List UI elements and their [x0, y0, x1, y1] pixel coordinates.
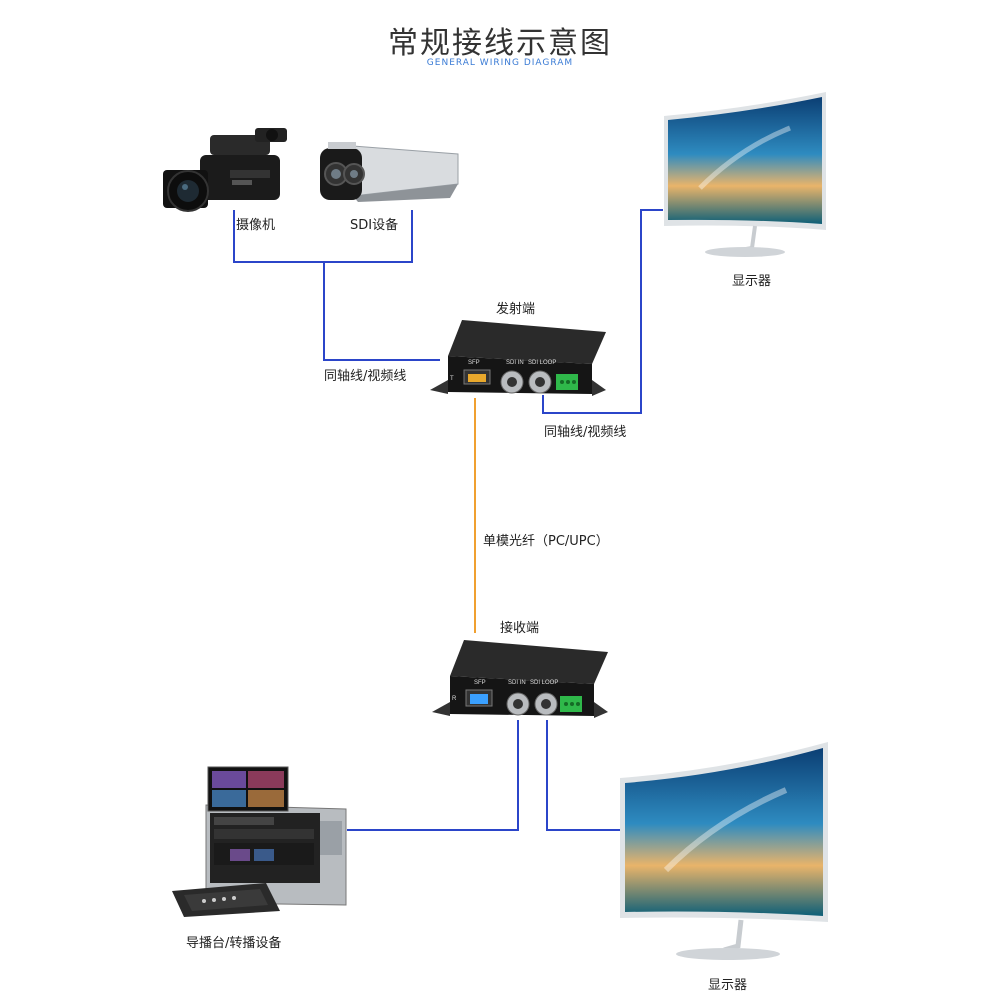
- monitor-top-icon: [664, 92, 826, 257]
- monitor-bottom-icon: [620, 742, 828, 960]
- transmitter-label: 发射端: [496, 302, 536, 317]
- transmitter-sfp-label: SFP: [468, 360, 480, 366]
- receiver-label: 接收端: [500, 621, 540, 636]
- receiver-device: R SFP SDI IN SDI LOOP: [432, 640, 608, 718]
- camcorder-label: 摄像机: [236, 218, 276, 233]
- receiver-sfp-label: SFP: [474, 680, 486, 686]
- diagram-title: 常规接线示意图: [388, 26, 612, 61]
- camcorder-icon: [163, 128, 287, 212]
- receiver-sdi-in-label: SDI IN: [508, 680, 526, 686]
- receiver-side-letter: R: [452, 696, 457, 702]
- coax-right-label: 同轴线/视频线: [544, 425, 627, 440]
- coax-wire-to-switcher: [347, 720, 519, 831]
- monitor-top-label: 显示器: [732, 274, 772, 289]
- coax-wire-to-top-monitor: [542, 209, 663, 414]
- coax-wire-to-transmitter: [323, 262, 440, 361]
- receiver-sdi-loop-label: SDI LOOP: [530, 680, 558, 686]
- transmitter-side-letter: T: [450, 376, 454, 382]
- switcher-rack-icon: [172, 766, 347, 917]
- transmitter-sdi-loop-label: SDI LOOP: [528, 360, 556, 366]
- coax-left-label: 同轴线/视频线: [324, 369, 407, 384]
- sdi-camera-icon: [320, 142, 459, 202]
- switcher-label: 导播台/转播设备: [186, 936, 282, 951]
- diagram-subtitle: GENERAL WIRING DIAGRAM: [426, 58, 574, 68]
- sdi-device-label: SDI设备: [350, 218, 399, 233]
- transmitter-device: T SFP SDI IN SDI LOOP: [430, 320, 606, 396]
- coax-wire-to-bottom-monitor: [546, 720, 622, 831]
- monitor-bottom-label: 显示器: [708, 978, 748, 993]
- fiber-label: 单模光纤（PC/UPC）: [483, 534, 609, 549]
- transmitter-sdi-in-label: SDI IN: [506, 360, 524, 366]
